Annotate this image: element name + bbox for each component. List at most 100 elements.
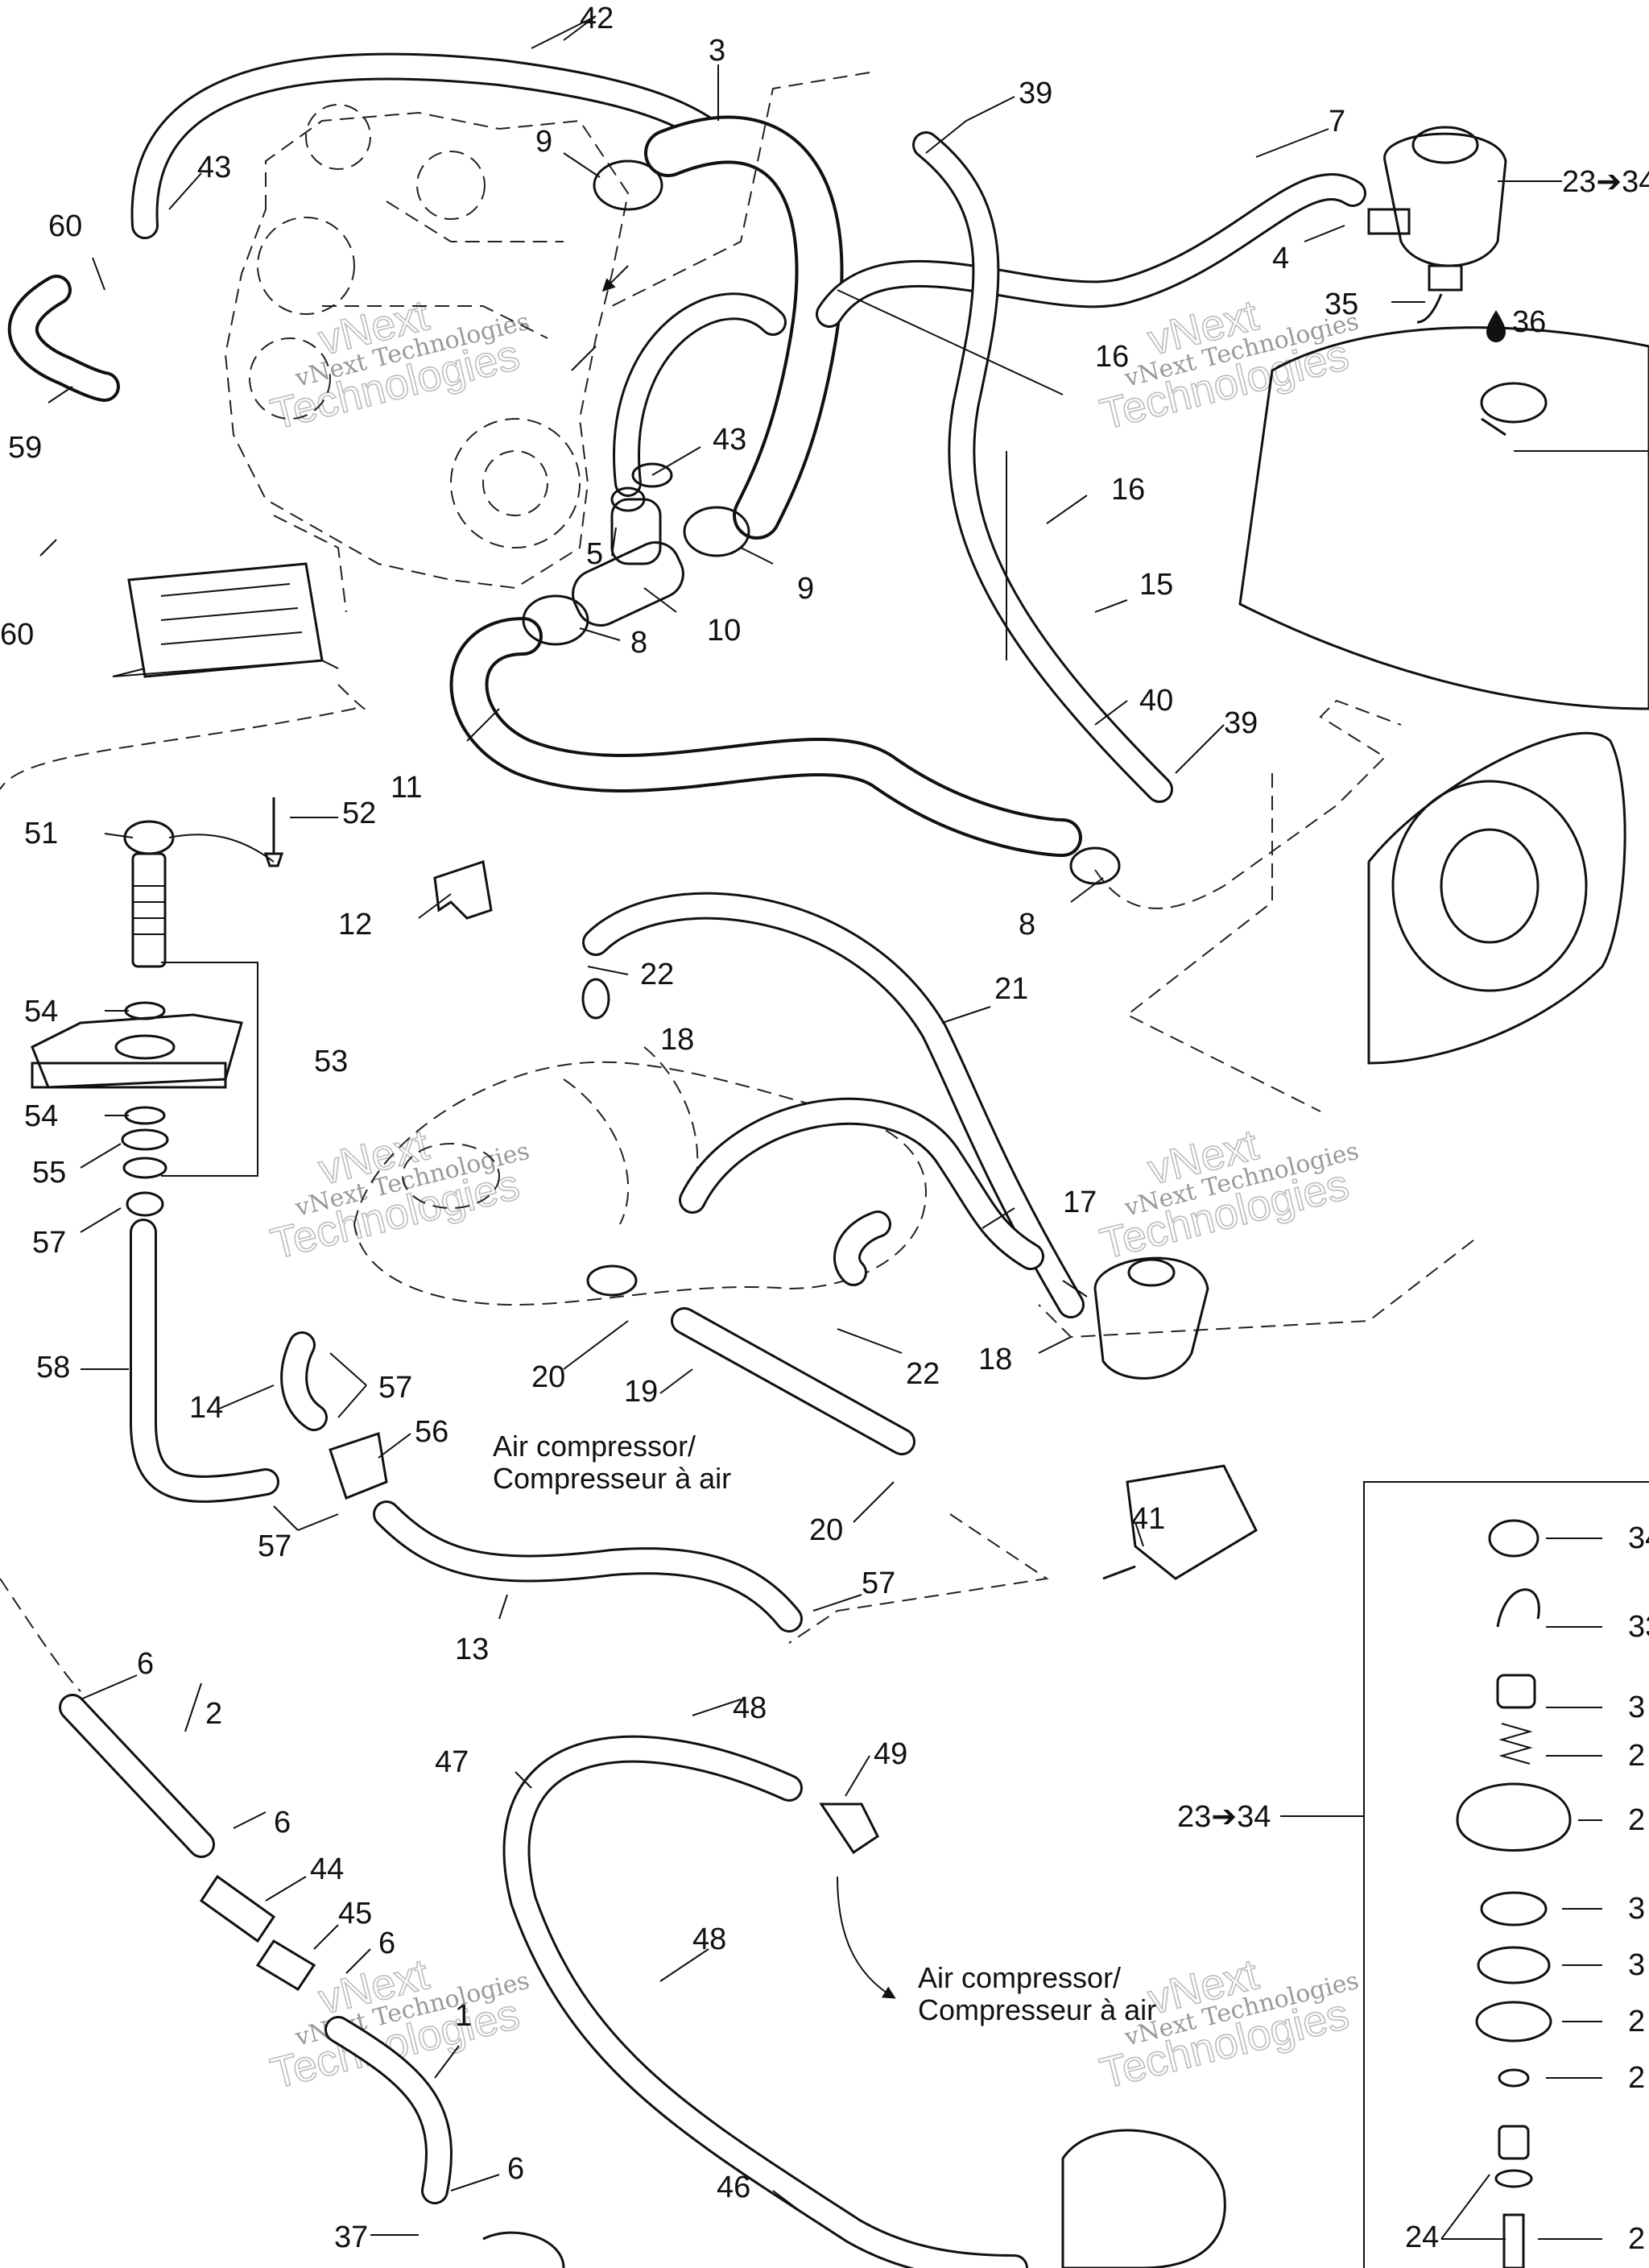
label-3: 3: [709, 34, 725, 68]
label-18: 18: [978, 1343, 1012, 1376]
label-47: 47: [435, 1745, 469, 1779]
label-6: 6: [274, 1806, 291, 1840]
label-16: 16: [1111, 473, 1145, 507]
water-fittings: [522, 159, 1121, 885]
note-air-compressor-1-line2: Compresseur à air: [493, 1462, 731, 1495]
label-12: 12: [338, 908, 372, 942]
filler-neck-assembly: [31, 820, 275, 1217]
label-57: 57: [258, 1529, 291, 1563]
label-57: 57: [862, 1566, 895, 1600]
note-air-compressor-1-line1: Air compressor/: [493, 1430, 696, 1463]
ref-23-34-inset: 23➔34: [1177, 1800, 1271, 1834]
label-18: 18: [660, 1023, 694, 1057]
label-43: 43: [197, 151, 231, 184]
label-48: 48: [733, 1691, 767, 1725]
label-41: 41: [1131, 1502, 1165, 1536]
label-60: 60: [0, 618, 34, 652]
label-21: 21: [994, 972, 1028, 1006]
inset-label-3c: 3: [1628, 1948, 1645, 1982]
inset-label-3b: 3: [1628, 1892, 1645, 1926]
pump-plate: [1367, 731, 1626, 1065]
label-19: 19: [624, 1375, 658, 1409]
middle-fittings: [329, 978, 1258, 1580]
hoses-middle: [130, 892, 1085, 1633]
small-parts: [263, 797, 493, 920]
inset-label-2c: 2: [1628, 2005, 1645, 2038]
label-60: 60: [48, 209, 82, 243]
note-air-compressor-2-line2: Compresseur à air: [918, 1993, 1156, 2026]
ref-23-34-top: 23➔34: [1562, 165, 1649, 199]
label-56: 56: [415, 1415, 448, 1449]
inset-panel: [1280, 1481, 1649, 2268]
label-16: 16: [1095, 340, 1129, 374]
hoses-top: [7, 52, 1366, 857]
inset-label-2d: 2: [1628, 2061, 1645, 2095]
inset-label-2b: 2: [1628, 1803, 1645, 1837]
leader-lines: [39, 15, 1602, 2240]
label-2: 2: [205, 1697, 222, 1731]
label-53: 53: [314, 1045, 348, 1078]
label-51: 51: [24, 817, 58, 850]
label-37: 37: [334, 2220, 368, 2254]
label-20: 20: [809, 1513, 843, 1547]
label-11: 11: [391, 771, 422, 805]
note-air-compressor-2-line1: Air compressor/: [918, 1961, 1121, 1994]
label-48: 48: [692, 1922, 726, 1956]
label-7: 7: [1329, 105, 1345, 139]
label-9: 9: [797, 572, 814, 606]
label-39: 39: [1224, 706, 1258, 740]
label-15: 15: [1139, 568, 1173, 602]
label-57: 57: [378, 1371, 412, 1405]
label-43: 43: [713, 423, 746, 457]
label-44: 44: [310, 1852, 344, 1886]
guide-lines: [0, 72, 1474, 1692]
label-14: 14: [189, 1391, 223, 1425]
label-22: 22: [640, 958, 674, 991]
label-13: 13: [455, 1633, 489, 1666]
label-36: 36: [1512, 305, 1546, 339]
label-40: 40: [1139, 684, 1173, 718]
label-17: 17: [1063, 1186, 1097, 1219]
watermark-2: vNext vNext Technologies Technologies: [1095, 290, 1362, 439]
label-9: 9: [535, 125, 552, 159]
label-49: 49: [874, 1737, 907, 1771]
fuel-rail: [112, 562, 339, 678]
label-22: 22: [906, 1357, 940, 1391]
label-46: 46: [717, 2171, 750, 2204]
label-5: 5: [586, 537, 603, 571]
label-54: 54: [24, 995, 58, 1028]
label-42: 42: [580, 2, 614, 35]
label-45: 45: [338, 1897, 372, 1931]
coolant-reservoir: [1367, 126, 1507, 324]
label-58: 58: [36, 1351, 70, 1384]
label-57: 57: [32, 1226, 66, 1260]
label-52: 52: [342, 797, 376, 830]
watermark-1: vNext vNext Technologies Technologies: [266, 290, 532, 439]
label-10: 10: [707, 614, 741, 648]
label-24: 24: [1405, 2220, 1439, 2254]
label-6: 6: [378, 1927, 395, 1960]
inset-label-2a: 2: [1628, 1739, 1645, 1773]
inset-label-33: 33: [1628, 1610, 1649, 1644]
label-8: 8: [1019, 908, 1035, 942]
label-59: 59: [8, 431, 42, 465]
label-4: 4: [1272, 242, 1289, 275]
engine-block: [224, 104, 630, 613]
label-35: 35: [1325, 288, 1358, 321]
label-1: 1: [455, 1999, 472, 2033]
label-8: 8: [630, 626, 647, 660]
label-39: 39: [1019, 77, 1052, 110]
label-54: 54: [24, 1099, 58, 1133]
hoses-bottom: [59, 1694, 1226, 2268]
label-6: 6: [507, 2152, 524, 2186]
drop-icon: [1486, 310, 1506, 342]
watermark-4: vNext vNext Technologies Technologies: [1095, 1120, 1362, 1269]
inset-label-2e: 2: [1628, 2222, 1645, 2256]
label-55: 55: [32, 1156, 66, 1190]
inset-label-34: 34: [1628, 1521, 1649, 1555]
label-6: 6: [137, 1647, 154, 1681]
inset-label-3a: 3: [1628, 1691, 1645, 1724]
label-20: 20: [531, 1360, 565, 1394]
